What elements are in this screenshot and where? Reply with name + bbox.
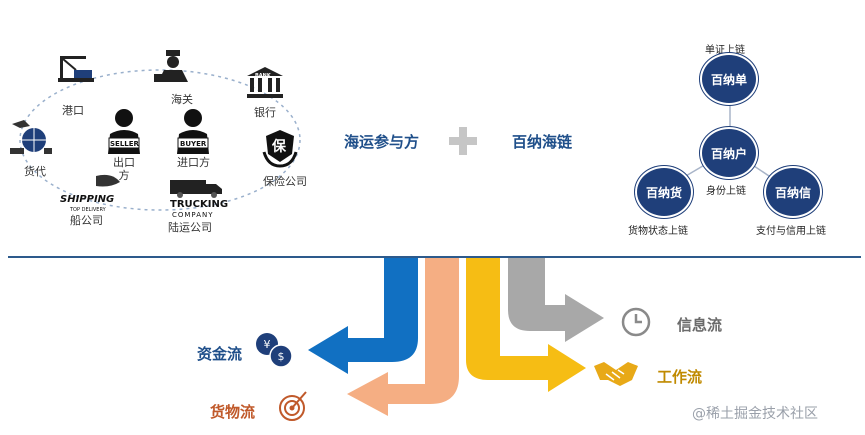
insurance-label: 保险公司 bbox=[263, 175, 307, 188]
port-crane-icon bbox=[58, 56, 94, 82]
forwarder-label: 货代 bbox=[24, 165, 46, 178]
chain-node-right: 百纳信 bbox=[764, 166, 822, 218]
trucking-logo-text: TRUCKING bbox=[170, 199, 229, 210]
shipping-logo-text: SHIPPING bbox=[60, 194, 115, 205]
seller-badge: SELLER bbox=[110, 140, 139, 148]
shipping-company-logo bbox=[96, 174, 120, 187]
work-flow-label: 工作流 bbox=[657, 368, 703, 386]
currency-icon: ¥ $ bbox=[256, 333, 293, 368]
customs-label: 海关 bbox=[171, 93, 193, 106]
truck-icon bbox=[170, 180, 222, 198]
info-flow-label: 信息流 bbox=[677, 316, 723, 334]
capital-flow-label: 资金流 bbox=[197, 345, 243, 363]
chain-node-middle: 百纳户 bbox=[700, 127, 758, 179]
work-flow-arrow bbox=[466, 258, 586, 392]
shipping-logo-sub: TOP DELIVERY bbox=[70, 207, 106, 213]
trucking-label: 陆运公司 bbox=[168, 221, 212, 234]
customs-officer-icon bbox=[154, 50, 188, 82]
goods-flow-arrow bbox=[347, 258, 459, 416]
info-flow-arrow bbox=[508, 258, 604, 342]
importer-label: 进口方 bbox=[177, 156, 210, 169]
forwarder-globe-icon bbox=[10, 120, 52, 154]
chain-title: 百纳海链 bbox=[512, 133, 573, 151]
participants-title: 海运参与方 bbox=[344, 133, 420, 151]
target-icon bbox=[279, 391, 307, 421]
insurance-glyph: 保 bbox=[272, 139, 286, 155]
capital-flow-arrow bbox=[308, 258, 418, 374]
bank-building-icon bbox=[247, 67, 283, 98]
trucking-logo-sub: COMPANY bbox=[172, 211, 214, 219]
buyer-badge: BUYER bbox=[180, 140, 207, 148]
chain-right-caption: 支付与信用上链 bbox=[756, 226, 826, 237]
section-divider bbox=[8, 256, 861, 258]
shipping-label: 船公司 bbox=[70, 214, 103, 227]
chain-node-top: 百纳单 bbox=[700, 53, 758, 105]
svg-text:¥: ¥ bbox=[264, 338, 271, 351]
bank-label: 银行 bbox=[254, 106, 276, 119]
port-label: 港口 bbox=[62, 104, 84, 117]
insurance-hands-icon bbox=[262, 130, 298, 168]
goods-flow-label: 货物流 bbox=[210, 403, 256, 421]
chain-middle-caption: 身份上链 bbox=[706, 186, 746, 197]
handshake-icon bbox=[594, 362, 638, 386]
clock-icon bbox=[621, 307, 651, 337]
svg-text:$: $ bbox=[278, 350, 285, 363]
chain-node-left: 百纳货 bbox=[635, 166, 693, 218]
buyer-person-icon bbox=[177, 109, 209, 154]
seller-person-icon bbox=[108, 109, 140, 154]
chain-top-caption: 单证上链 bbox=[705, 45, 745, 56]
exporter-label: 出口方 bbox=[113, 156, 135, 182]
plus-icon bbox=[449, 127, 477, 155]
bank-sign: BANK bbox=[255, 73, 271, 79]
chain-left-caption: 货物状态上链 bbox=[628, 226, 688, 237]
watermark: @稀土掘金技术社区 bbox=[692, 406, 818, 422]
